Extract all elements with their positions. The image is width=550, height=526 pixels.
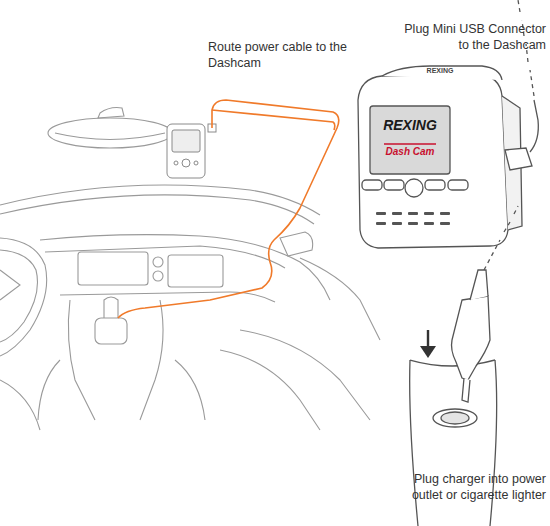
car-interior-part bbox=[280, 232, 313, 256]
car-charger-part bbox=[470, 270, 488, 300]
large-dashcam-part bbox=[405, 179, 423, 197]
car-charger-part bbox=[441, 412, 469, 424]
car-interior-part bbox=[48, 118, 172, 148]
large-dashcam-part bbox=[376, 212, 450, 225]
large-dashcam-part-part bbox=[392, 222, 402, 225]
large-dashcam-part-part bbox=[376, 222, 386, 225]
power-cable-part bbox=[118, 100, 339, 318]
car-charger-part bbox=[484, 206, 518, 270]
large-dashcam-part bbox=[425, 180, 445, 190]
brand-logo: REXING bbox=[372, 118, 448, 133]
car-charger-part bbox=[452, 296, 491, 380]
large-dashcam-part bbox=[505, 148, 532, 170]
car-interior-part bbox=[175, 360, 205, 420]
car-interior-part bbox=[60, 292, 275, 302]
car-interior-part bbox=[98, 108, 124, 118]
car-interior bbox=[0, 108, 380, 430]
large-dashcam-part-part bbox=[408, 222, 418, 225]
car-charger-part bbox=[410, 360, 495, 366]
large-dashcam-part bbox=[448, 180, 468, 190]
power-cable bbox=[118, 100, 339, 318]
small-dashcam-part bbox=[167, 124, 205, 178]
car-charger-part bbox=[462, 378, 470, 402]
car-charger-part bbox=[420, 346, 436, 358]
car-interior-part bbox=[0, 250, 38, 342]
large-dashcam-part-part bbox=[392, 212, 402, 215]
car-interior-part bbox=[38, 360, 60, 420]
car-interior-part bbox=[104, 297, 118, 318]
large-dashcam-part bbox=[358, 74, 508, 248]
callout-text: Plug Mini USB Connector to the Dashcam bbox=[400, 22, 546, 53]
small-dashcam-part bbox=[182, 159, 190, 167]
car-interior-part bbox=[168, 255, 223, 287]
car-interior-part bbox=[0, 270, 20, 300]
car-interior-part bbox=[0, 185, 320, 215]
car-interior-part bbox=[0, 195, 314, 224]
car-interior-part bbox=[78, 252, 148, 285]
brand-subtitle: Dash Cam bbox=[372, 146, 448, 157]
small-dashcam-part bbox=[172, 130, 200, 152]
car-interior-part bbox=[95, 318, 127, 344]
car-interior-part bbox=[153, 257, 163, 267]
car-interior-part bbox=[153, 271, 163, 281]
car-interior-part bbox=[0, 238, 47, 356]
car-charger-part bbox=[433, 409, 477, 427]
car-interior-part bbox=[240, 330, 370, 420]
large-dashcam-part bbox=[382, 66, 502, 80]
car-interior-part bbox=[220, 350, 320, 430]
large-dashcam-part-part bbox=[440, 212, 450, 215]
callout-text: Route power cable to the Dashcam bbox=[208, 40, 348, 71]
car-interior-part bbox=[45, 246, 285, 268]
small-dashcam-part bbox=[194, 161, 198, 165]
car-interior-part bbox=[0, 380, 40, 430]
brand-logo: REXING bbox=[410, 67, 470, 75]
car-interior-part bbox=[55, 133, 165, 140]
large-dashcam bbox=[358, 0, 538, 248]
car-interior-part bbox=[300, 258, 380, 340]
large-dashcam-part-part bbox=[440, 222, 450, 225]
large-dashcam-part bbox=[384, 180, 404, 190]
large-dashcam-part-part bbox=[376, 212, 386, 215]
callout-text: Plug charger into power outlet or cigare… bbox=[390, 472, 546, 503]
large-dashcam-part-part bbox=[408, 212, 418, 215]
power-cable-part bbox=[212, 110, 335, 130]
car-interior-part bbox=[68, 300, 95, 420]
car-interior-part bbox=[140, 300, 163, 420]
large-dashcam-part bbox=[370, 106, 450, 174]
small-dashcam-part bbox=[174, 161, 178, 165]
large-dashcam-part-part bbox=[424, 212, 434, 215]
small-dashcam bbox=[167, 124, 216, 178]
large-dashcam-part bbox=[362, 180, 382, 190]
large-dashcam-part-part bbox=[424, 222, 434, 225]
car-interior-part bbox=[40, 235, 330, 300]
large-dashcam-part bbox=[530, 100, 538, 152]
large-dashcam-part bbox=[384, 143, 436, 144]
